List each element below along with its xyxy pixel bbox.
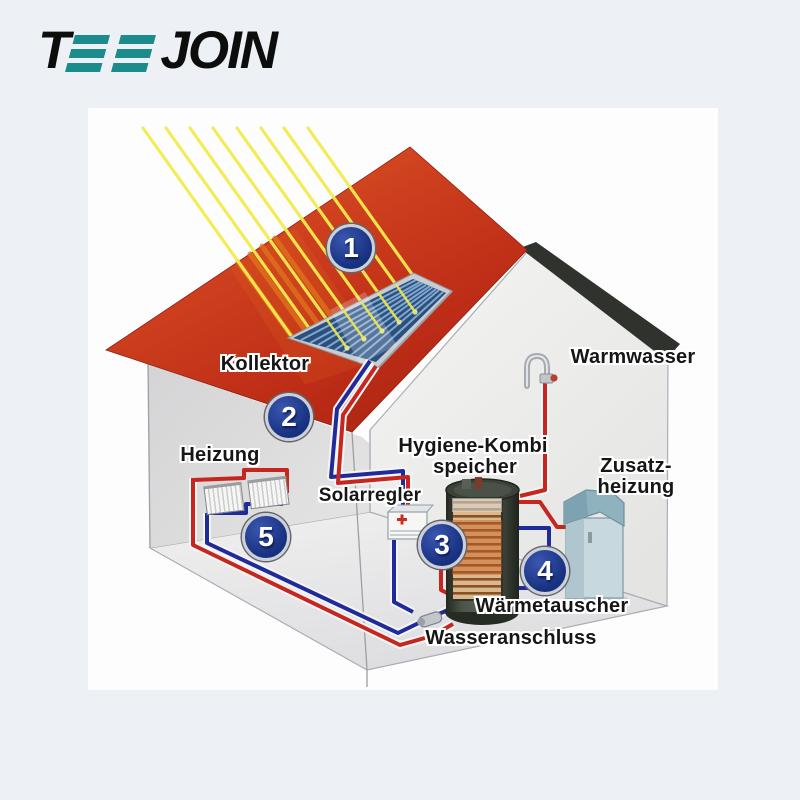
label-waermetauscher: Wärmetauscher [475, 595, 629, 617]
step-marker-2: 2 [265, 393, 313, 441]
label-warmwasser: Warmwasser [570, 346, 696, 368]
label-kollektor: Kollektor [220, 353, 310, 375]
radiator-panel [247, 475, 290, 510]
heater-control [588, 532, 592, 543]
auxiliary-heater [563, 489, 628, 604]
label-zusatzheizung-line1: Zusatz- [600, 455, 672, 477]
label-zusatzheizung-line2: heizung [597, 476, 675, 498]
step-marker-5: 5 [242, 513, 290, 561]
radiator-panel [203, 481, 245, 516]
radiator-pipe-red [192, 468, 289, 493]
label-heizung: Heizung [180, 444, 260, 466]
floor-pipe-red [191, 478, 454, 647]
label-speicher-line1: Hygiene-Kombi [398, 435, 548, 457]
logo-letter-t: T [38, 21, 70, 80]
faucet-icon [524, 352, 558, 389]
label-speicher-line2: speicher [433, 456, 517, 478]
step-marker-1: 1 [327, 224, 375, 272]
logo-text-join: JOIN [160, 21, 278, 80]
brand-logo: T JOIN [38, 21, 278, 80]
step-marker-3: 3 [418, 521, 466, 569]
solar-pipe-red [336, 364, 410, 514]
warmwater-pipe-red [519, 382, 547, 498]
left-interior-wall [118, 354, 370, 548]
roof-far-slope-edge [520, 242, 680, 360]
tank-fitting [475, 477, 482, 489]
tank-fitting [462, 479, 471, 489]
label-wasseranschluss: Wasseranschluss [425, 627, 597, 649]
step-marker-4: 4 [521, 547, 569, 595]
collector-sheen [330, 292, 397, 364]
solar-pipe-blue [329, 359, 405, 514]
ray-tips-icon [325, 284, 418, 351]
water-connection-pump [417, 611, 443, 628]
label-solarregler: Solarregler [318, 485, 422, 506]
